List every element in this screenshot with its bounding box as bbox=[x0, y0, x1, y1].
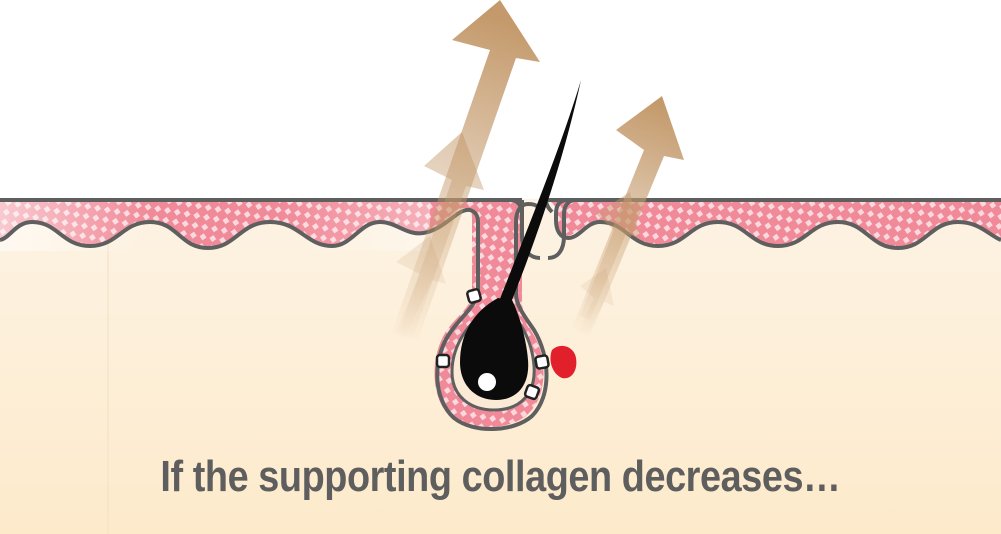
diagram-caption: If the supporting collagen decreases… bbox=[160, 452, 841, 501]
cell-2 bbox=[435, 353, 451, 369]
hair-bulb bbox=[460, 298, 529, 400]
upward-arrow-icon-small-left bbox=[394, 132, 484, 340]
cell-3 bbox=[523, 383, 541, 401]
upward-arrow-icon-small-right bbox=[578, 192, 640, 336]
cell-4 bbox=[534, 354, 550, 370]
cell-1 bbox=[466, 288, 482, 304]
sebaceous-gland-icon bbox=[550, 345, 577, 379]
dermal-papilla bbox=[478, 373, 496, 391]
surface-wave-right bbox=[554, 214, 1001, 251]
